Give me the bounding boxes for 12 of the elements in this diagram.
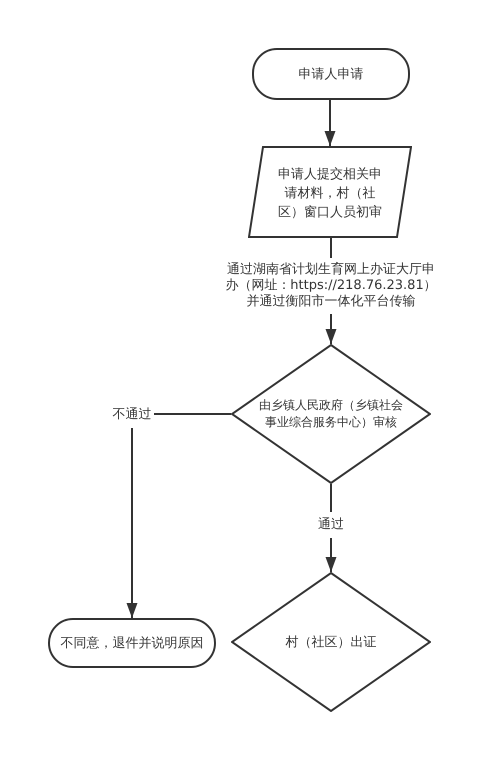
input-parallelogram	[248, 146, 412, 238]
node-text: 申请人提交相关申请材料，村（社区）窗口人员初审	[277, 164, 383, 220]
arrow	[324, 99, 336, 146]
terminal-box	[252, 48, 410, 100]
decision-diamond	[231, 344, 431, 484]
node-text: 申请人申请	[298, 65, 364, 83]
node-text: 由乡镇人民政府（乡镇社会事业综合服务中心）审核	[258, 397, 404, 431]
arrow	[126, 413, 231, 618]
node-text: 村（社区）出证	[284, 633, 378, 651]
decision-diamond	[231, 572, 431, 712]
node-text: 不同意，退件并说明原因	[60, 634, 204, 652]
terminal-box	[48, 618, 216, 668]
